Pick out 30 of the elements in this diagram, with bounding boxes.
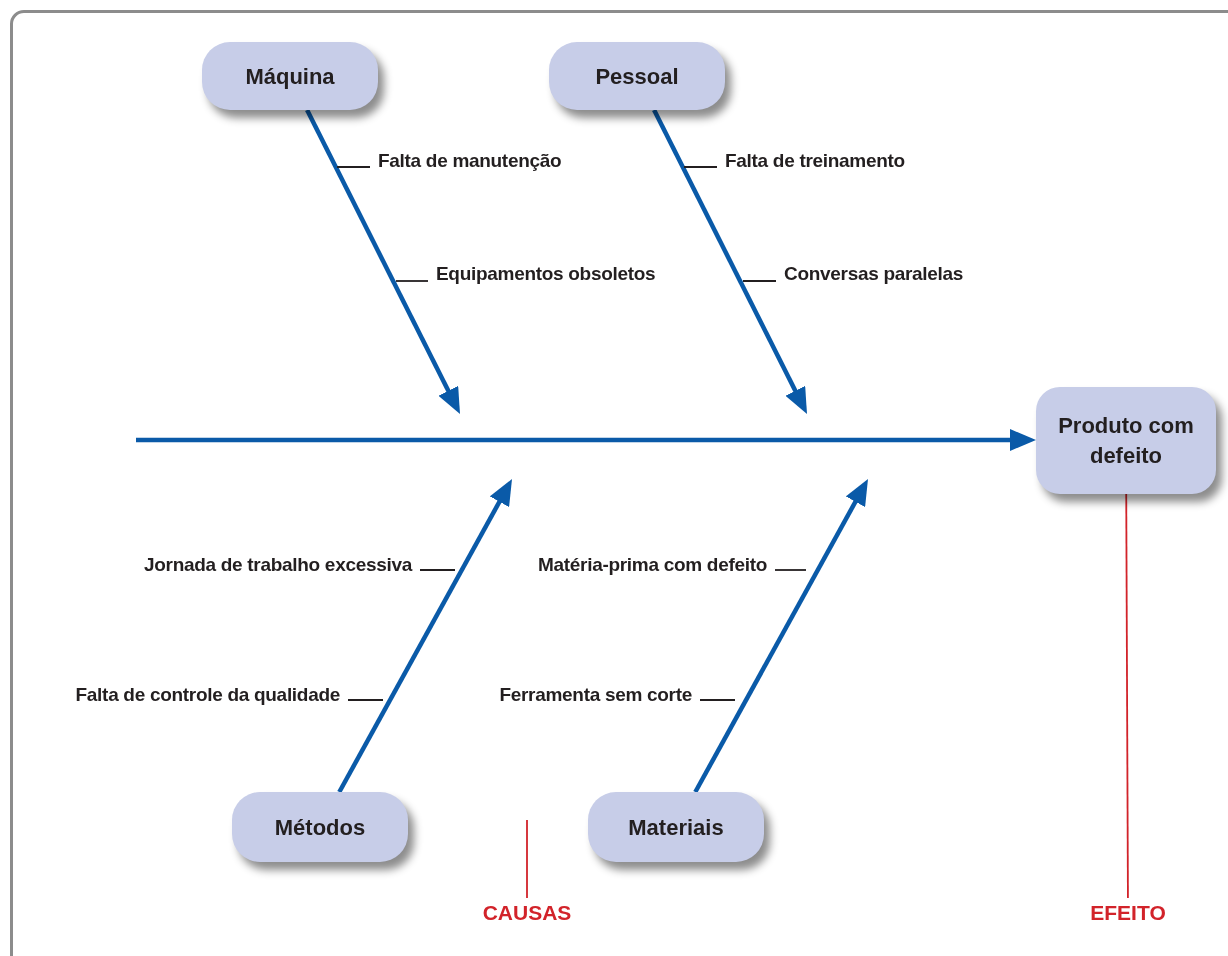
cause-label: Conversas paralelas	[776, 259, 1016, 289]
leader-line	[395, 280, 429, 282]
cause-label: Equipamentos obsoletos	[428, 259, 720, 289]
arrow	[693, 479, 868, 794]
leader-line	[699, 699, 736, 701]
category-box: Pessoal	[549, 42, 725, 110]
section-label: CAUSAS	[470, 898, 584, 928]
cause-label: Ferramenta sem corte	[430, 680, 700, 710]
leader-line	[1125, 493, 1129, 899]
category-box: Máquina	[202, 42, 378, 110]
leader-line	[683, 166, 718, 168]
leader-line	[419, 569, 456, 571]
category-box: Métodos	[232, 792, 408, 862]
cause-label: Falta de controle da qualidade	[12, 680, 348, 710]
leader-line	[336, 166, 371, 168]
section-label: EFEITO	[1068, 898, 1188, 928]
category-box: Materiais	[588, 792, 764, 862]
leader-line	[526, 819, 528, 899]
leader-line	[774, 569, 807, 571]
leader-line	[742, 280, 777, 282]
arrow	[652, 109, 807, 414]
leader-line	[347, 699, 384, 701]
cause-label: Falta de treinamento	[717, 146, 979, 176]
arrow	[337, 479, 512, 794]
arrow	[136, 429, 1036, 451]
effect-box: Produto com defeito	[1036, 387, 1216, 494]
cause-label: Jornada de trabalho excessiva	[80, 550, 420, 580]
arrow	[305, 109, 460, 414]
cause-label: Matéria-prima com defeito	[455, 550, 775, 580]
cause-label: Falta de manutenção	[370, 146, 632, 176]
